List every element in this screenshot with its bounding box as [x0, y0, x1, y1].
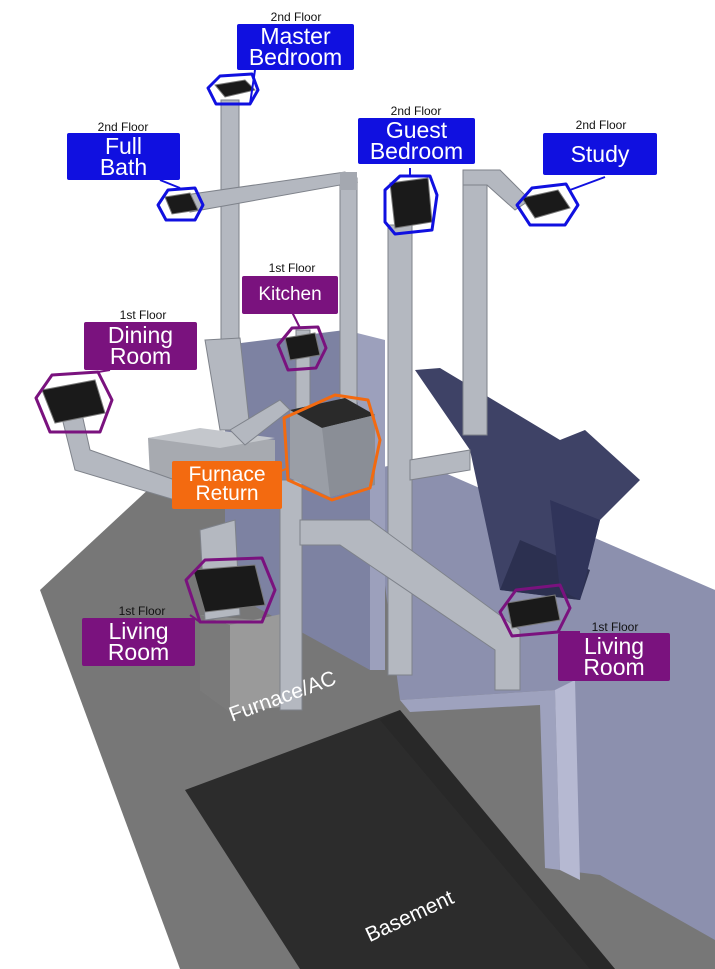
vent-outline-study — [515, 182, 580, 227]
label-master-line2: Bedroom — [248, 44, 343, 70]
label-living-room-left: Living Room — [82, 618, 195, 666]
floor-label-kitchen: 1st Floor — [268, 261, 316, 275]
label-dining-line1: Dining — [107, 322, 174, 349]
label-master-line1: Master — [260, 23, 331, 50]
label-living-room-right: Living Room — [558, 633, 670, 681]
label-bath-line1: Full — [104, 132, 143, 159]
label-guest-line1: Guest — [385, 117, 448, 144]
label-master-bedroom: Master Bedroom — [237, 24, 354, 70]
label-furnace-return: Furnace Return — [172, 461, 282, 509]
label-guest-line2: Bedroom — [369, 138, 464, 164]
floor-label-bath: 2nd Floor — [97, 120, 149, 134]
vent-outline-kitchen — [276, 325, 328, 372]
floor-label-guest: 2nd Floor — [390, 104, 442, 118]
label-study-text: Study — [570, 140, 630, 167]
vent-outline-dining — [34, 370, 114, 434]
label-study: Study — [543, 133, 657, 175]
label-bath-line2: Bath — [99, 153, 148, 180]
floor-label-master: 2nd Floor — [270, 10, 322, 24]
basement-wall — [370, 460, 715, 940]
label-guest-bedroom: Guest Bedroom — [358, 118, 475, 164]
floor-label-study: 2nd Floor — [575, 118, 627, 132]
label-return-line1: Furnace — [188, 463, 266, 487]
floor-label-living-right: 1st Floor — [591, 620, 639, 634]
vent-outline-master — [206, 72, 260, 106]
label-return-line2: Return — [195, 482, 259, 505]
return-outline — [282, 393, 382, 502]
vent-outline-living-right — [498, 583, 572, 638]
basement-floor-pit — [185, 710, 615, 969]
label-dining-line2: Room — [109, 343, 172, 369]
label-living-left-line2: Room — [107, 639, 170, 665]
floor-label-living-left: 1st Floor — [118, 604, 166, 618]
label-living-right-line2: Room — [583, 654, 645, 680]
label-living-left-line1: Living — [108, 618, 169, 645]
floor-label-dining: 1st Floor — [119, 308, 167, 322]
label-kitchen-text: Kitchen — [258, 284, 322, 306]
vent-outline-bath — [156, 186, 205, 222]
register-vents — [41, 79, 571, 629]
vent-outline-guest — [383, 174, 439, 236]
label-living-right-line1: Living — [583, 633, 645, 660]
label-full-bath: Full Bath — [67, 133, 180, 180]
label-kitchen: Kitchen — [242, 276, 338, 314]
label-dining-room: Dining Room — [84, 322, 197, 370]
